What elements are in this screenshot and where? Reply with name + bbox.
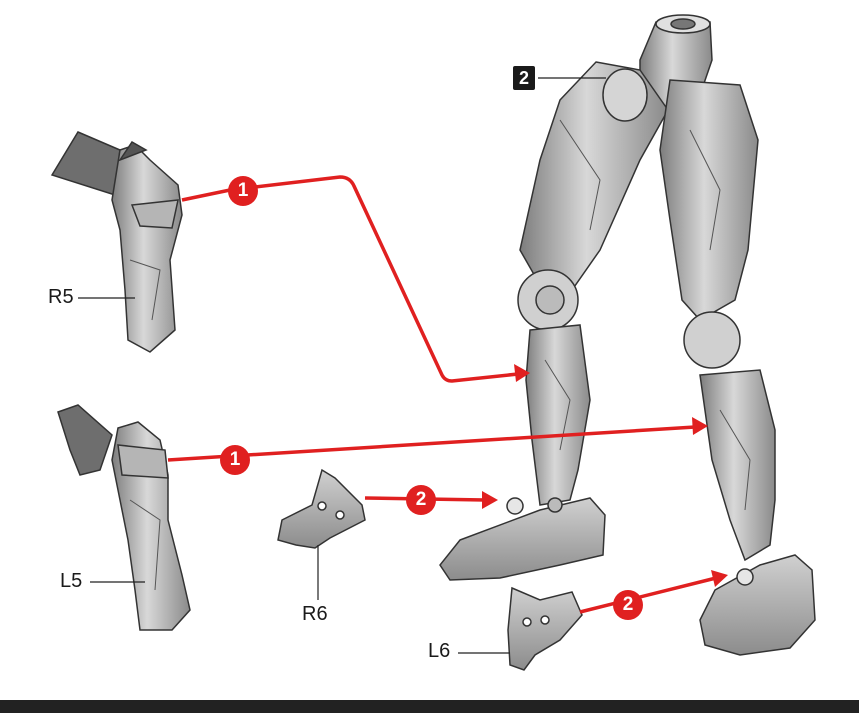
arrow-r5: [182, 177, 518, 381]
part-r6: [278, 470, 365, 548]
marker-1-r5: 1: [228, 176, 258, 206]
marker-2-l6: 2: [613, 590, 643, 620]
bottom-bar: [0, 700, 859, 713]
step-number-badge: 2: [513, 66, 535, 90]
legs-assembly: [440, 15, 815, 655]
left-shin: [700, 370, 775, 560]
part-r5: [52, 132, 182, 352]
marker-2-r6: 2: [406, 485, 436, 515]
part-l5: [58, 405, 190, 630]
arrow-l6: [580, 578, 716, 612]
right-shin: [526, 325, 590, 505]
left-knee: [684, 312, 740, 368]
label-r6: R6: [302, 603, 328, 626]
assembly-arrows: [168, 177, 716, 612]
part-l6: [508, 588, 582, 670]
marker-1-l5: 1: [220, 445, 250, 475]
label-l5: L5: [60, 570, 82, 593]
label-l6: L6: [428, 640, 450, 663]
left-foot: [700, 555, 815, 655]
left-thigh: [660, 80, 758, 320]
label-r5: R5: [48, 286, 74, 309]
